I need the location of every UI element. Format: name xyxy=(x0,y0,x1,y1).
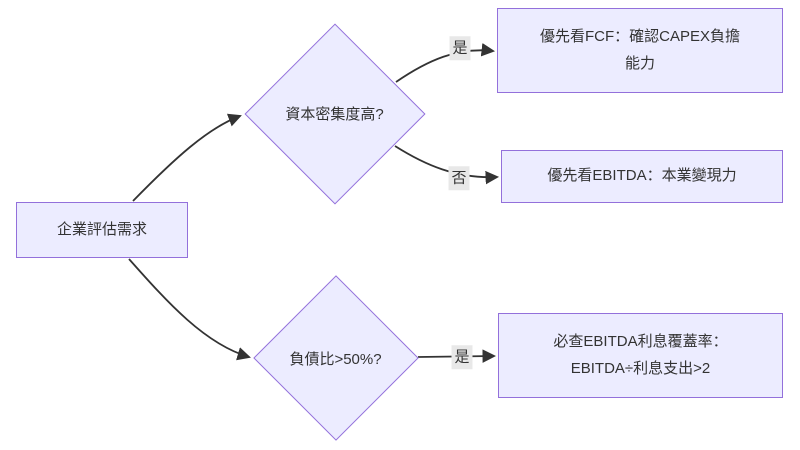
node-result-interest-coverage-line2: EBITDA÷利息支出>2 xyxy=(570,359,711,377)
node-decision-capital-intensity: 資本密集度高? xyxy=(243,22,426,205)
node-result-ebitda-label: 優先看EBITDA：本業變現力 xyxy=(547,167,737,185)
node-result-fcf-line2: 能力 xyxy=(624,54,655,72)
node-decision-debt-ratio: 負債比>50%? xyxy=(252,275,419,441)
edge-label-yes-debt: 是 xyxy=(451,345,473,369)
edge-root-to-capital-question xyxy=(132,113,242,202)
node-result-ebitda: 優先看EBITDA：本業變現力 xyxy=(501,150,783,203)
node-decision-debt-ratio-label: 負債比>50%? xyxy=(289,350,382,368)
edge-label-no-capital: 否 xyxy=(448,166,470,190)
edge-root-to-debt-question xyxy=(128,258,251,361)
node-root-evaluation-need: 企業評估需求 xyxy=(16,202,188,258)
edge-label-yes-capital: 是 xyxy=(449,36,471,60)
edge-capital-no-to-ebitda xyxy=(394,145,500,185)
edge-capital-yes-to-fcf xyxy=(395,42,496,83)
node-result-fcf: 優先看FCF：確認CAPEX負擔 能力 xyxy=(497,8,783,93)
node-result-interest-coverage: 必查EBITDA利息覆蓋率： EBITDA÷利息支出>2 xyxy=(498,313,783,398)
node-root-label: 企業評估需求 xyxy=(56,220,147,238)
node-result-interest-coverage-line1: 必查EBITDA利息覆蓋率： xyxy=(553,333,728,351)
node-result-fcf-line1: 優先看FCF：確認CAPEX負擔 xyxy=(539,28,740,46)
node-decision-capital-intensity-label: 資本密集度高? xyxy=(285,106,384,123)
